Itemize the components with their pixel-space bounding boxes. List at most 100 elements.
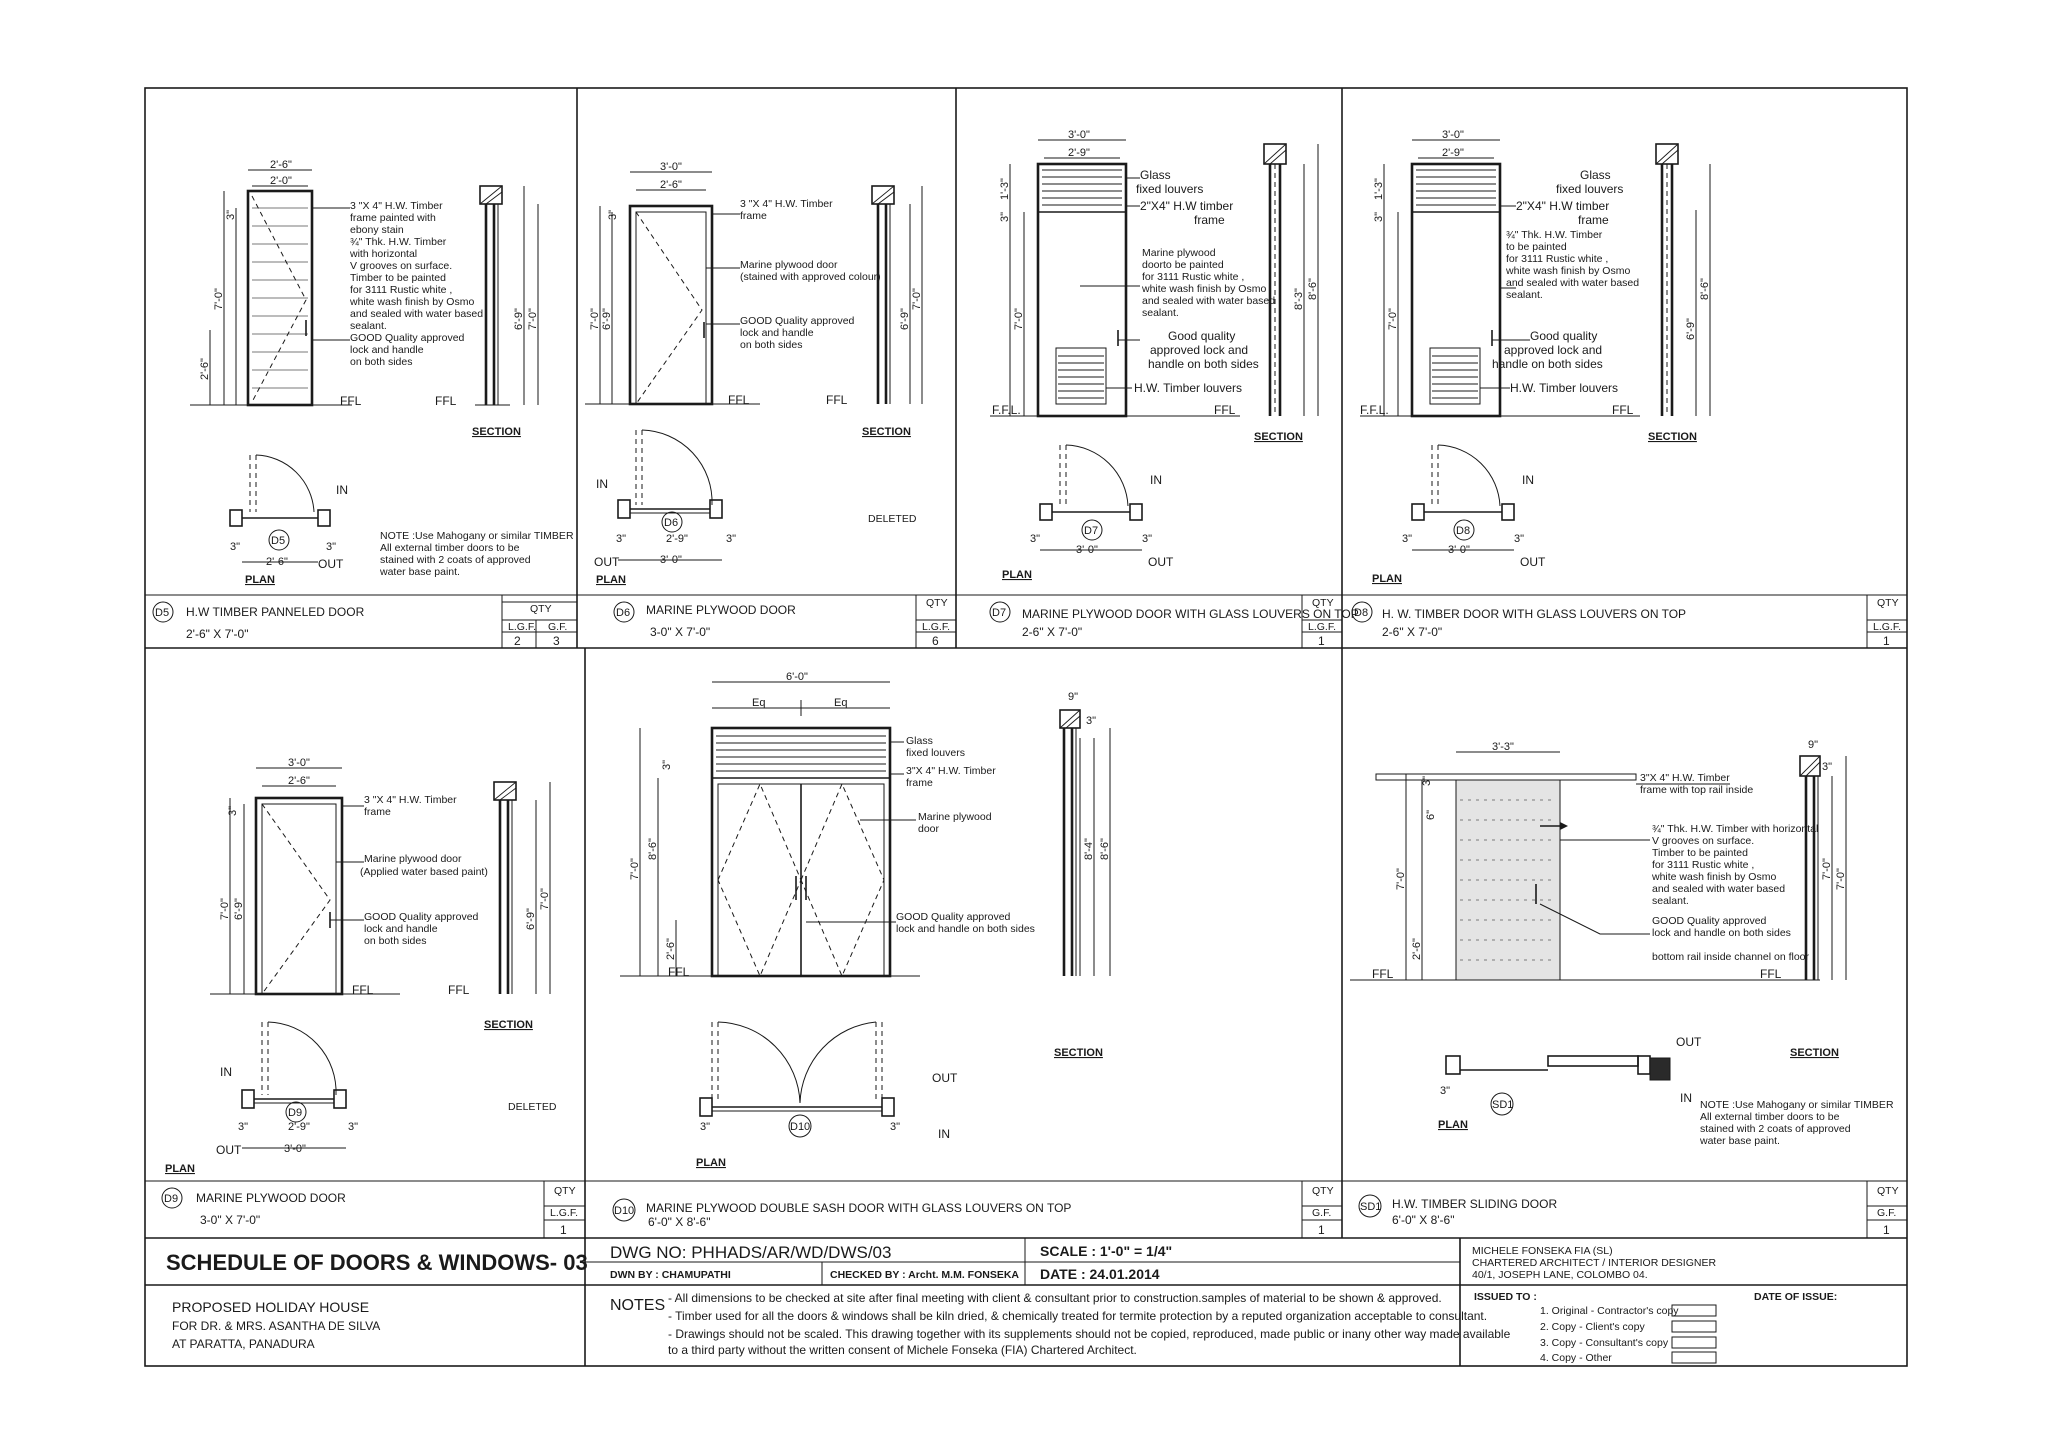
d7-section-label: SECTION — [1254, 431, 1303, 443]
door-d6-drawing: 3'-0" 2'-6" 7'-0" 6'-9" 3" FFL 3 "X 4" H… — [585, 161, 923, 586]
svg-text:GOOD Quality approved: GOOD Quality approved — [364, 911, 479, 923]
d8-sec-height: 6'-9" — [1685, 318, 1697, 340]
d9-schedule-tag: D9 — [164, 1193, 178, 1205]
svg-text:Glass: Glass — [1140, 168, 1171, 182]
d8-plan-tag: D8 — [1456, 525, 1470, 537]
d10-schedule-size: 6'-0" X 8'-6" — [648, 1215, 710, 1229]
notes-label: NOTES — [610, 1297, 665, 1314]
d6-sec-height: 6'-9" — [899, 308, 911, 330]
general-note-2: - Timber used for all the doors & window… — [668, 1309, 1487, 1323]
svg-text:for 3111 Rustic white ,: for 3111 Rustic white , — [1506, 253, 1608, 265]
issue-item-3: 3. Copy - Consultant's copy — [1540, 1337, 1669, 1349]
d5-plan-3b: 3" — [326, 541, 336, 553]
svg-text:stained with 2 coats of approv: stained with 2 coats of approved — [380, 554, 531, 566]
d10-qty-gf-label: G.F. — [1312, 1207, 1331, 1219]
d6-notes: 3 "X 4" H.W. Timber frame Marine plywood… — [740, 198, 881, 351]
project-line-1: PROPOSED HOLIDAY HOUSE — [172, 1299, 369, 1315]
door-d8-drawing: 3'-0" 2'-9" 7'-0" 1'-3" 3" F.F.L. Glass … — [1360, 129, 1711, 585]
d5-top-3: 3" — [225, 210, 237, 220]
general-note-1: - All dimensions to be checked at site a… — [668, 1291, 1442, 1305]
date: DATE : 24.01.2014 — [1040, 1266, 1160, 1282]
d10-height2: 8'-6" — [647, 838, 659, 860]
d5-plan-3a: 3" — [230, 541, 240, 553]
issue-checkbox-4 — [1671, 1351, 1717, 1364]
svg-text:frame: frame — [1194, 213, 1225, 227]
door-d10-drawing: 6'-0" Eq Eq 7'-0" 8'-6" 2'-6" 3" FFL Gla… — [620, 671, 1111, 1169]
d10-section-label: SECTION — [1054, 1047, 1103, 1059]
d5-qty-lgf-label: L.G.F. — [508, 621, 536, 633]
svg-text:water base paint.: water base paint. — [1699, 1135, 1780, 1147]
svg-text:ebony stain: ebony stain — [350, 224, 404, 236]
svg-text:handle on both sides: handle on both sides — [1492, 357, 1603, 371]
d9-deleted: DELETED — [508, 1101, 557, 1113]
d7-ffl: F.F.L. — [992, 403, 1021, 417]
svg-text:water base paint.: water base paint. — [379, 566, 460, 578]
svg-text:frame: frame — [740, 210, 767, 222]
d6-sec-ffl: FFL — [826, 393, 848, 407]
general-note-4: to a third party without the written con… — [668, 1343, 1137, 1357]
d6-top-3: 3" — [607, 210, 619, 220]
svg-text:Marine plywood door: Marine plywood door — [364, 853, 462, 865]
d10-plan-out: OUT — [932, 1071, 958, 1085]
svg-text:white wash finish by Osmo: white wash finish by Osmo — [1651, 871, 1776, 883]
d6-qty-label: QTY — [926, 597, 948, 609]
d10-plan-in: IN — [938, 1127, 950, 1141]
sd1-plan-note: NOTE :Use Mahogany or similar TIMBER All… — [1699, 1099, 1894, 1147]
d8-plan-width: 3'-0" — [1448, 544, 1470, 556]
d9-plan-in: IN — [220, 1065, 232, 1079]
svg-text:GOOD Quality approved: GOOD Quality approved — [1652, 915, 1767, 927]
d6-plan-width: 3'-0" — [660, 554, 682, 566]
d5-height: 7'-0" — [213, 288, 225, 310]
d9-plan-width: 3'-0" — [284, 1143, 306, 1155]
svg-text:(Applied water based paint): (Applied water based paint) — [360, 866, 488, 878]
sd1-sec-height2: 7'-0" — [1835, 868, 1847, 890]
sd1-schedule-tag: SD1 — [1360, 1201, 1381, 1213]
svg-text:approved lock and: approved lock and — [1504, 343, 1602, 357]
d7-notes: Glass fixed louvers 2"X4" H.W timber fra… — [1134, 168, 1275, 395]
svg-text:frame: frame — [364, 806, 391, 818]
d5-sec-ffl: FFL — [435, 394, 457, 408]
d7-schedule-size: 2-6" X 7'-0" — [1022, 625, 1082, 639]
svg-text:lock and handle: lock and handle — [364, 923, 438, 935]
d8-plan-label: PLAN — [1372, 573, 1402, 585]
d8-sec-ffl: FFL — [1612, 403, 1634, 417]
svg-text:2"X4" H.W timber: 2"X4" H.W timber — [1140, 199, 1233, 213]
d5-ffl: FFL — [340, 394, 362, 408]
door-sd1-drawing: 3'-3" 7'-0" 2'-6" 3" 6" FFL 3"X 4" H.W. … — [1350, 739, 1894, 1147]
project-line-3: AT PARATTA, PANADURA — [172, 1337, 315, 1351]
d8-ffl: F.F.L. — [1360, 403, 1389, 417]
d8-plan-out: OUT — [1520, 555, 1546, 569]
svg-text:Timber to be painted: Timber to be painted — [350, 272, 446, 284]
d10-sec-height2: 8'-6" — [1099, 838, 1111, 860]
door-d5-drawing: 2'-6" 2'-0" 7'-0" 2'-6" 3" FFL 3 "X 4" H… — [190, 159, 574, 586]
d10-eq-left: Eq — [752, 697, 765, 709]
svg-text:3 "X 4" H.W. Timber: 3 "X 4" H.W. Timber — [350, 200, 443, 212]
svg-text:NOTE :Use Mahogany or similar: NOTE :Use Mahogany or similar TIMBER — [380, 530, 574, 542]
d6-sec-height2: 7'-0" — [911, 288, 923, 310]
d5-sec-height2: 7'-0" — [527, 308, 539, 330]
d8-qty-lgf: 1 — [1883, 634, 1890, 648]
d10-eq-right: Eq — [834, 697, 847, 709]
d5-schedule-tag: D5 — [155, 607, 169, 619]
d10-top-3: 3" — [661, 760, 673, 770]
d6-ffl: FFL — [728, 393, 750, 407]
date-of-issue-label: DATE OF ISSUE: — [1754, 1291, 1837, 1303]
d6-schedule-size: 3-0" X 7'-0" — [650, 625, 710, 639]
d5-plan-out: OUT — [318, 557, 344, 571]
issued-to-label: ISSUED TO : — [1474, 1291, 1537, 1303]
scale: SCALE : 1'-0" = 1/4" — [1040, 1243, 1172, 1259]
issue-item-2: 2. Copy - Client's copy — [1540, 1321, 1645, 1333]
door-d7-drawing: 3'-0" 2'-9" 7'-0" 1'-3" 3" F.F.L. Glass … — [990, 129, 1319, 581]
d9-sec-height: 6'-9" — [525, 908, 537, 930]
svg-text:approved lock and: approved lock and — [1150, 343, 1248, 357]
d5-qty-label: QTY — [530, 603, 552, 615]
d9-width-outer: 3'-0" — [288, 757, 310, 769]
d5-notes: 3 "X 4" H.W. Timber frame painted with e… — [349, 200, 483, 368]
svg-text:3"X 4" H.W. Timber: 3"X 4" H.W. Timber — [1640, 772, 1730, 784]
d9-plan-out: OUT — [216, 1143, 242, 1157]
d10-schedule-tag: D10 — [614, 1205, 634, 1217]
d7-plan-out: OUT — [1148, 555, 1174, 569]
svg-text:GOOD Quality approved: GOOD Quality approved — [350, 332, 465, 344]
d9-plan-inner: 2'-9" — [288, 1121, 310, 1133]
d9-plan-3b: 3" — [348, 1121, 358, 1133]
